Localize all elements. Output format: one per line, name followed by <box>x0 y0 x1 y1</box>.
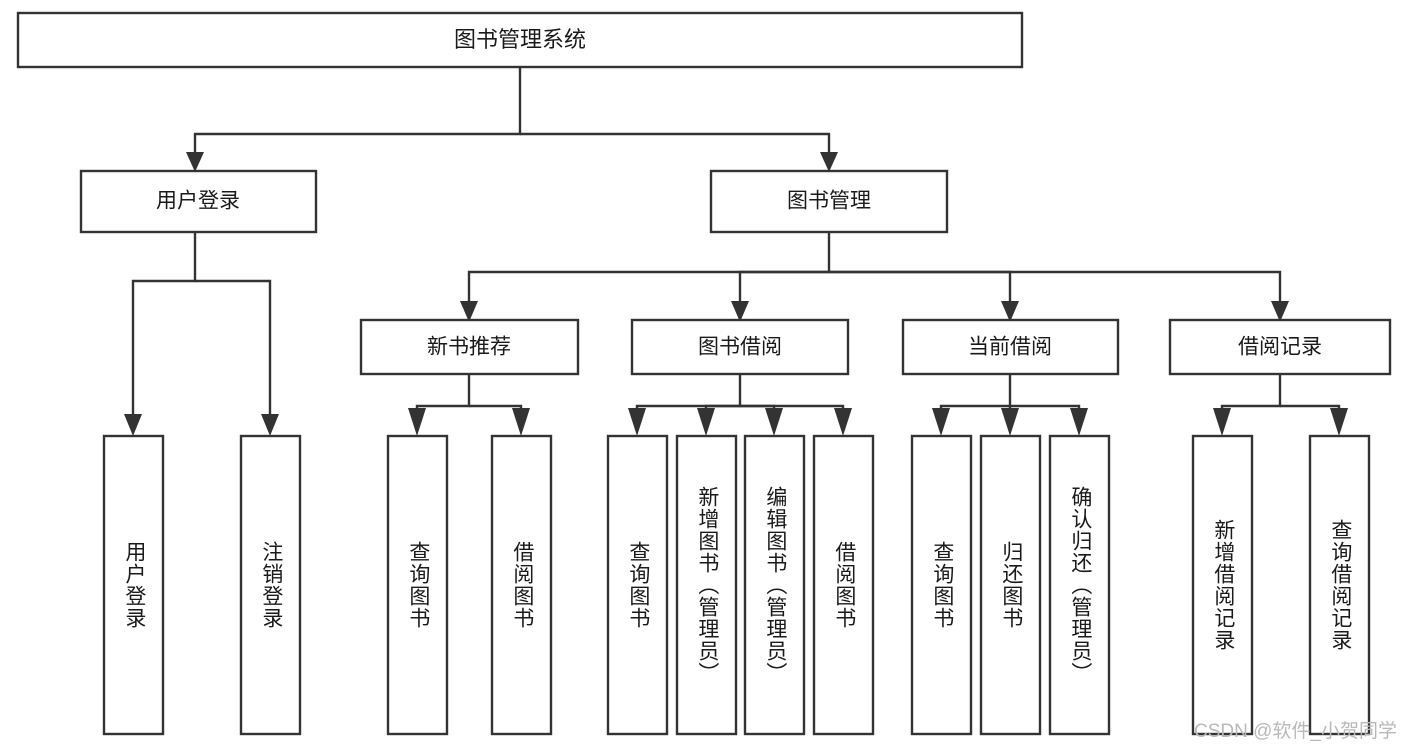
node-borrow-label: 图书借阅 <box>698 336 782 359</box>
node-newbook[interactable]: 新书推荐 <box>359 318 580 376</box>
node-leaf-13[interactable] <box>1308 434 1371 736</box>
connector-newbook-to-leaves <box>408 374 530 436</box>
node-bookmgmt-label: 图书管理 <box>787 190 871 213</box>
watermark-text: CSDN @软件_小贺同学 <box>1194 721 1397 742</box>
connector-borrow-to-leaves <box>628 374 852 436</box>
node-leaf-6[interactable] <box>675 434 738 736</box>
node-leaf-9[interactable] <box>910 434 973 736</box>
leaf-boxes <box>102 434 1371 736</box>
node-login-label: 用户登录 <box>156 190 240 213</box>
node-records[interactable]: 借阅记录 <box>1168 318 1392 376</box>
connector-root-to-level2 <box>186 67 838 172</box>
node-leaf-1[interactable] <box>102 434 165 736</box>
connector-records-to-leaves <box>1213 374 1348 436</box>
node-leaf-2[interactable] <box>239 434 302 736</box>
connector-bookmgmt-to-level3 <box>460 232 1289 322</box>
node-borrow[interactable]: 图书借阅 <box>630 318 850 376</box>
connector-current-to-leaves <box>932 374 1088 436</box>
node-leaf-3[interactable] <box>386 434 449 736</box>
node-leaf-12[interactable] <box>1191 434 1254 736</box>
node-newbook-label: 新书推荐 <box>427 336 511 359</box>
node-root-label: 图书管理系统 <box>454 27 586 52</box>
node-leaf-7[interactable] <box>743 434 806 736</box>
node-root[interactable]: 图书管理系统 <box>16 11 1024 69</box>
node-leaf-10[interactable] <box>979 434 1042 736</box>
node-leaf-5[interactable] <box>606 434 669 736</box>
node-records-label: 借阅记录 <box>1238 336 1322 359</box>
node-current-label: 当前借阅 <box>968 336 1052 359</box>
node-current[interactable]: 当前借阅 <box>901 318 1120 376</box>
node-login[interactable]: 用户登录 <box>79 169 318 234</box>
node-leaf-11[interactable] <box>1048 434 1111 736</box>
connector-login-to-leaves <box>124 232 279 436</box>
node-leaf-4[interactable] <box>490 434 553 736</box>
node-bookmgmt[interactable]: 图书管理 <box>709 169 949 234</box>
node-leaf-8[interactable] <box>812 434 875 736</box>
